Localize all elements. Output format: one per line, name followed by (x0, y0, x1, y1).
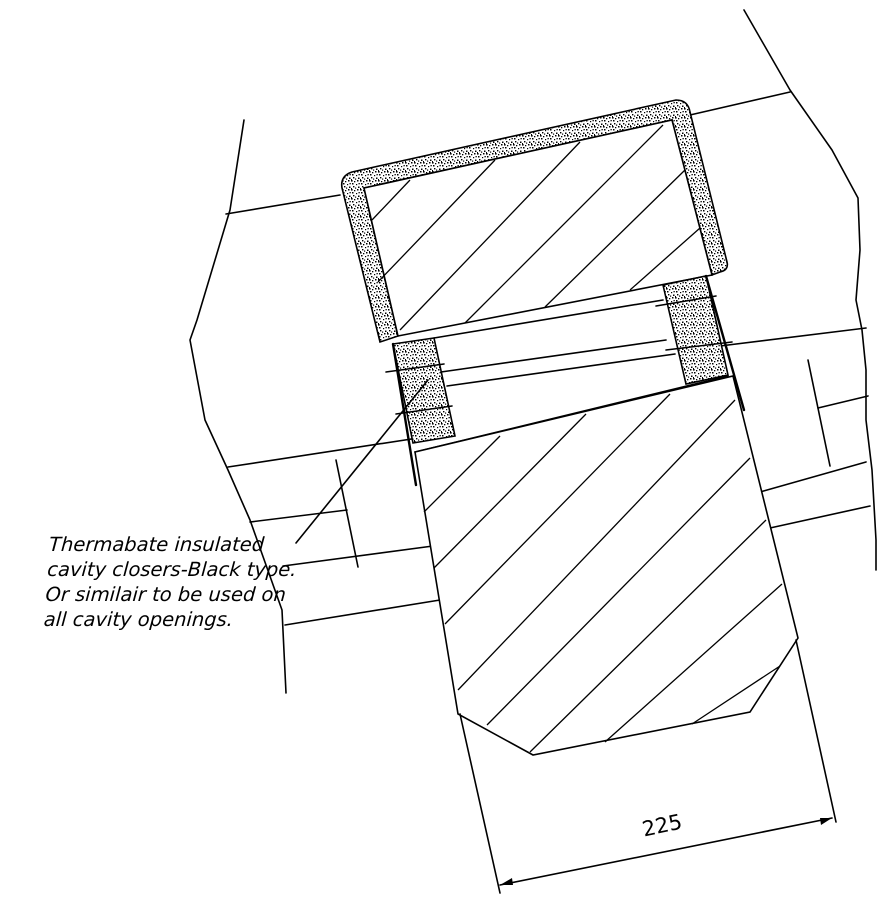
lintel-head (340, 99, 729, 344)
note-line-2: cavity closers-Black type. (46, 558, 298, 581)
cavity-closer-right (655, 274, 746, 412)
note-line-3: Or similair to be used on (44, 583, 287, 606)
note-line-4: all cavity openings. (43, 608, 234, 631)
note-line-1: Thermabate insulated (48, 533, 266, 556)
lintel-hatching (371, 124, 701, 331)
right-wall-linework (689, 9, 877, 571)
reveal-hatching (423, 393, 783, 753)
reveal-block (414, 375, 799, 756)
lintel-block (363, 119, 713, 337)
dimension-225 (459, 639, 837, 894)
left-wall-linework (189, 119, 441, 694)
cavity-closer-note: Thermabate insulated cavity closers-Blac… (43, 532, 350, 632)
note-leader-line (295, 379, 429, 544)
lintel-insulation-frame (340, 99, 729, 344)
cavity-closer-left (385, 337, 456, 487)
